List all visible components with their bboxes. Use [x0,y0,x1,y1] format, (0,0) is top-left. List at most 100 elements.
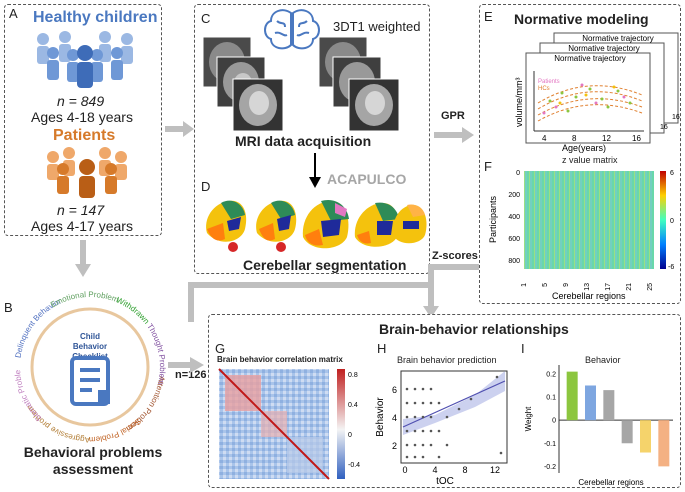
panel-e-label: E [484,9,493,24]
panel-h-label: H [377,341,387,356]
arrow-b-to-ghi [168,357,204,373]
panel-c-label: C [201,11,211,26]
trajectory-card-title-3: Normative trajectory [582,34,654,43]
prediction-scatter: 6 4 2 0 4 8 12 tOC Behavior [375,370,508,487]
patients-n: n = 147 [57,202,105,218]
trajectory-card-title-2: Normative trajectory [568,44,640,53]
healthy-title: Healthy children [33,9,158,26]
h-xtick-2: 8 [462,465,467,475]
f-xtick-4: 17 [605,283,612,291]
panel-e-title: Normative modeling [514,11,649,27]
h-xtick-1: 4 [432,465,437,475]
panel-b-caption: Behavioral problems assessment [23,444,163,477]
healthy-n: n = 849 [57,93,105,109]
down-arrow-icon [309,153,321,188]
f-ytick-4: 800 [508,258,520,265]
weight-bar-chart: 0.20.10-0.1-0.2 Cerebellar regions Weigh… [524,365,673,487]
i-ytick-4: -0.2 [544,464,556,471]
f-xtick-6: 25 [647,283,654,291]
panel-i-title: Behavior [585,355,621,365]
i-ytick-3: -0.1 [544,441,556,448]
panel-f-label: F [484,159,492,174]
arrow-gpr [434,127,474,143]
g-cbar-tick-3: -0.4 [348,462,360,469]
panel-d-label: D [201,179,211,194]
h-xtick-3: 12 [490,465,500,475]
bar-2 [585,385,596,421]
svg-text:Withdrawn: Withdrawn [115,295,151,325]
panel-cd: C 3DT1 weighted MRI data acquisition D A… [194,4,430,274]
f-xtick-5: 21 [626,283,633,291]
panel-c-title: 3DT1 weighted [333,19,421,34]
arrow-a-to-c [165,121,194,137]
card-tick-16b: 16 [672,114,680,121]
checklist-document-icon [70,356,110,406]
panel-f-title: z value matrix [562,155,618,165]
e-ylabel: volume/mm³ [514,77,524,127]
panel-i-label: I [521,341,525,356]
e-xtick-0: 4 [542,134,547,143]
mri-stack-right [319,37,400,132]
f-ylabel: Participants [488,195,498,243]
arrow-zscores [188,264,480,322]
zscores-label: Z-scores [432,250,478,262]
panel-ef: E Normative modeling Normative trajector… [479,4,681,304]
h-xtick-0: 0 [402,465,407,475]
trajectory-card-title-1: Normative trajectory [554,54,626,63]
e-xtick-1: 8 [572,134,577,143]
f-ytick-2: 400 [508,214,520,221]
h-ytick-2: 6 [392,385,397,395]
ring-emotional: Emotional Problem [49,290,120,310]
panel-c-caption: MRI data acquisition [235,133,372,149]
arrow-a-to-b [75,240,91,277]
panel-a: A Healthy children n = 849 Ages 4-18 yea… [4,4,162,236]
correlation-matrix: 0.8 0.4 0 -0.4 [218,368,360,480]
legend-hcs: HCs [538,86,550,92]
f-xtick-2: 9 [563,283,570,287]
g-cbar-tick-1: 0.4 [348,402,358,409]
healthy-children-icon [37,31,133,88]
i-ytick-2: 0 [552,418,556,425]
i-ytick-0: 0.2 [546,371,556,378]
i-xlabel: Cerebellar regions [578,478,643,487]
behavior-ring: Attention Problem Social Problem Aggress… [10,290,167,444]
n-label: n=126 [175,369,207,381]
bar-5 [640,420,651,453]
bar-1 [566,371,578,421]
card-tick-16a: 16 [660,124,668,131]
i-ytick-1: 0.1 [546,395,556,402]
f-ytick-1: 200 [508,192,520,199]
trajectory-plot [533,71,644,132]
brain-icon [264,9,320,50]
bar-4 [621,420,633,444]
panel-d-tool: ACAPULCO [327,171,407,187]
svg-text:Emotional Problem: Emotional Problem [49,290,120,310]
f-xtick-3: 13 [584,283,591,291]
f-cbar-tick-2: -6 [668,264,674,271]
f-xtick-0: 1 [521,283,528,287]
panel-ghi-title: Brain-behavior relationships [379,321,569,337]
f-xlabel: Cerebellar regions [552,291,626,301]
panel-d-caption: Cerebellar segmentation [243,257,407,273]
panel-ghi: Brain-behavior relationships G Brain beh… [208,314,681,488]
g-cbar-tick-2: 0 [348,432,352,439]
e-xlabel: Age(years) [562,143,606,153]
panel-a-label: A [9,6,18,21]
panel-g-label: G [215,341,226,356]
e-xtick-3: 16 [632,134,641,143]
h-ylabel: Behavior [375,397,386,437]
bar-3 [603,390,615,421]
mri-stack-left [203,37,284,132]
bar-6 [658,420,670,467]
h-ytick-0: 2 [392,441,397,451]
f-cbar-tick-0: 6 [670,170,674,177]
patients-ages: Ages 4-17 years [31,218,133,234]
gpr-label: GPR [441,110,465,122]
legend-patients: Patients [538,79,560,85]
patients-title: Patients [53,127,116,144]
panel-h-title: Brain behavior prediction [397,355,497,365]
ring-withdrawn: Withdrawn [115,295,151,325]
panel-b-label: B [4,300,13,315]
h-ytick-1: 4 [392,413,397,423]
g-cbar-tick-0: 0.8 [348,372,358,379]
